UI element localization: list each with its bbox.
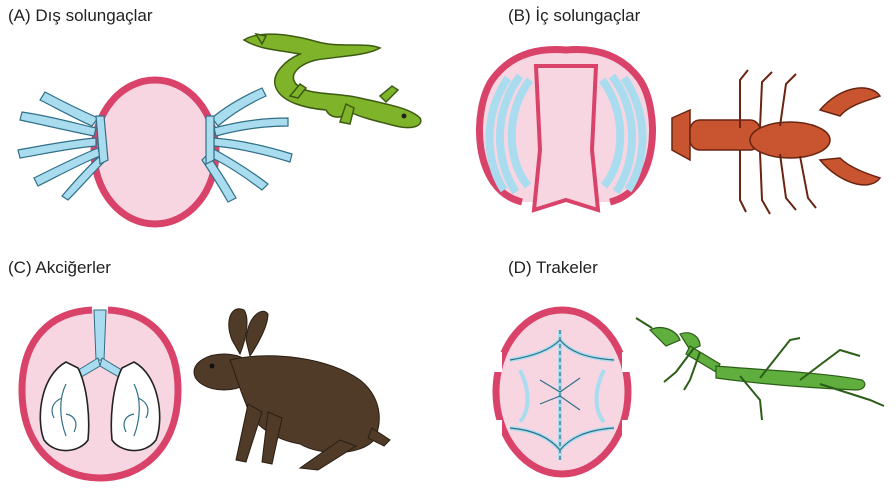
mantis-illustration [0,0,896,498]
